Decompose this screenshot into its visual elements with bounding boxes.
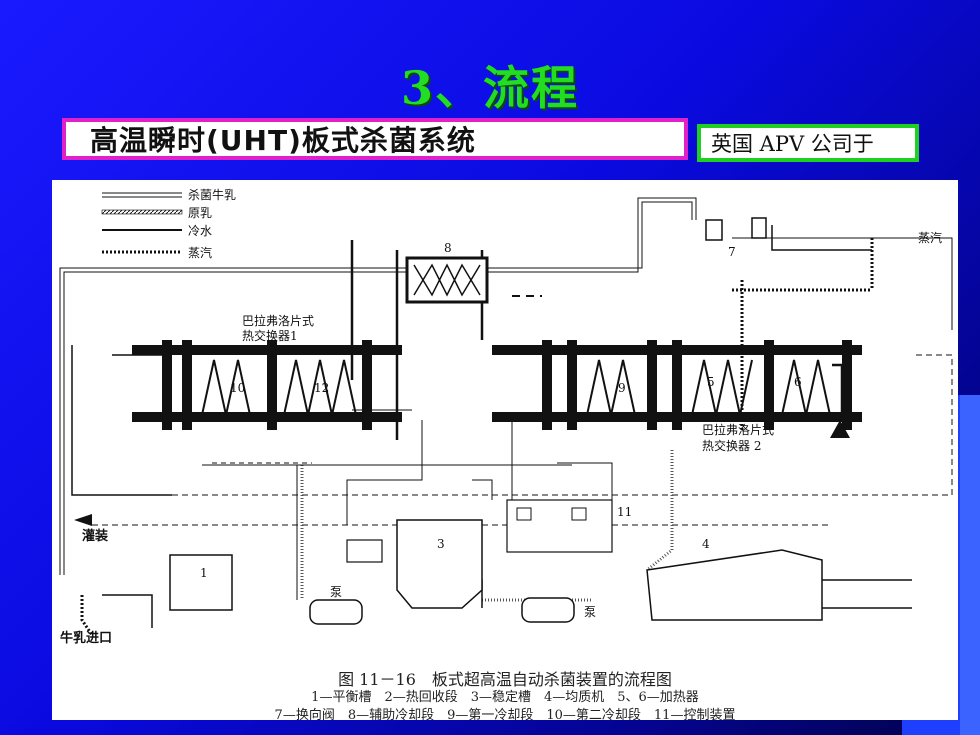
homogenizer-4: 4: [646, 537, 823, 621]
label-5: 5: [707, 375, 715, 389]
legend: 杀菌牛乳 原乳 冷水 蒸汽: [101, 187, 236, 260]
control-unit-11: 11: [506, 499, 632, 553]
decor-bar-light: [960, 395, 980, 735]
label-8: 8: [444, 241, 452, 255]
label-hx2b: 热交换器 2: [702, 438, 761, 453]
label-steam: 蒸汽: [918, 230, 942, 245]
diversion-valve-7: 7 蒸汽: [705, 217, 942, 259]
label-12: 12: [314, 381, 329, 395]
stabilizer-tank-3: 3: [346, 519, 483, 609]
label-9: 9: [618, 381, 626, 395]
pump-1: 泵: [309, 585, 363, 625]
label-10: 10: [230, 381, 245, 395]
label-hx2: 巴拉弗洛片式: [702, 422, 774, 437]
aux-cooler-8: 8: [405, 241, 542, 304]
heat-exchanger-1: 10 12 巴拉弗洛片式 热交换器1: [132, 313, 402, 430]
label-hx1b: 热交换器1: [242, 328, 298, 343]
label-filling: 灌装: [82, 528, 108, 544]
subtitle-box: 高温瞬时(UHT)板式杀菌系统: [62, 118, 688, 160]
label-4: 4: [702, 537, 710, 551]
label-6: 6: [794, 375, 802, 389]
figure-caption: 图 11－16 板式超高温自动杀菌装置的流程图: [338, 670, 672, 689]
label-pump-1: 泵: [330, 585, 342, 599]
caption-legend-2: 7—换向阀 8—辅助冷却段 9—第一冷却段 10—第二冷却段 11—控制装置: [274, 708, 736, 720]
flow-diagram-svg: 杀菌牛乳 原乳 冷水 蒸汽: [59, 187, 953, 646]
label-pump-2: 泵: [584, 605, 596, 619]
label-milk-in: 牛乳进口: [60, 630, 112, 646]
label-1: 1: [200, 566, 208, 580]
caption-legend-1: 1—平衡槽 2—热回收段 3—稳定槽 4—均质机 5、6—加热器: [311, 690, 699, 705]
balance-tank-1: 1 灌装 牛乳进口: [60, 514, 233, 646]
label-7: 7: [728, 245, 736, 259]
legend-label-raw-milk: 原乳: [188, 206, 212, 220]
flow-diagram: 杀菌牛乳 原乳 冷水 蒸汽: [52, 180, 958, 720]
heat-exchanger-2: 9 5 6 巴拉弗洛片式 热交换器 2: [492, 340, 862, 453]
legend-label-cold-water: 冷水: [188, 224, 212, 238]
slide-title: 3、流程: [400, 61, 579, 115]
legend-label-sterile-milk: 杀菌牛乳: [188, 187, 236, 202]
pump-2: 泵: [521, 597, 596, 623]
apv-tag-box: 英国 APV 公司于: [697, 124, 919, 162]
label-3: 3: [437, 537, 445, 551]
legend-label-steam: 蒸汽: [188, 245, 212, 260]
label-11: 11: [617, 505, 632, 519]
label-hx1: 巴拉弗洛片式: [242, 313, 314, 328]
